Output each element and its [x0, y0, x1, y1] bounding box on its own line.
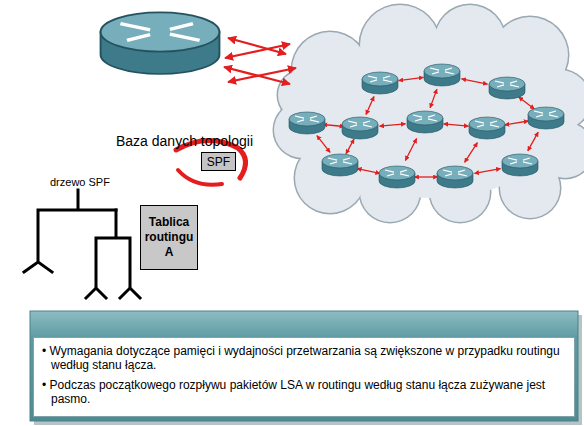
spf-tree [24, 190, 140, 298]
algorithm-name: SPF [207, 155, 230, 169]
router-icon [101, 12, 220, 74]
routing-table-box: Tablica routingu A [140, 205, 198, 270]
bullet-note: • Podczas początkowego rozpływu pakietów… [42, 378, 566, 406]
topology-db-label: Baza danych topologii [116, 133, 253, 149]
note-box: • Wymagania dotyczące pamięci i wydajnoś… [33, 337, 575, 417]
bullet-note: • Wymagania dotyczące pamięci i wydajnoś… [42, 344, 566, 372]
routing-table-title: Tablica routingu A [143, 215, 195, 260]
algorithm-box: SPF [201, 152, 236, 171]
cloud-links [317, 77, 538, 177]
note-panel-frame [30, 311, 582, 425]
cloud-routers [289, 64, 564, 188]
router-cloud-arrows [224, 38, 296, 84]
network-cloud [273, 4, 584, 224]
spf-tree-label: drzewo SPF [50, 176, 110, 188]
